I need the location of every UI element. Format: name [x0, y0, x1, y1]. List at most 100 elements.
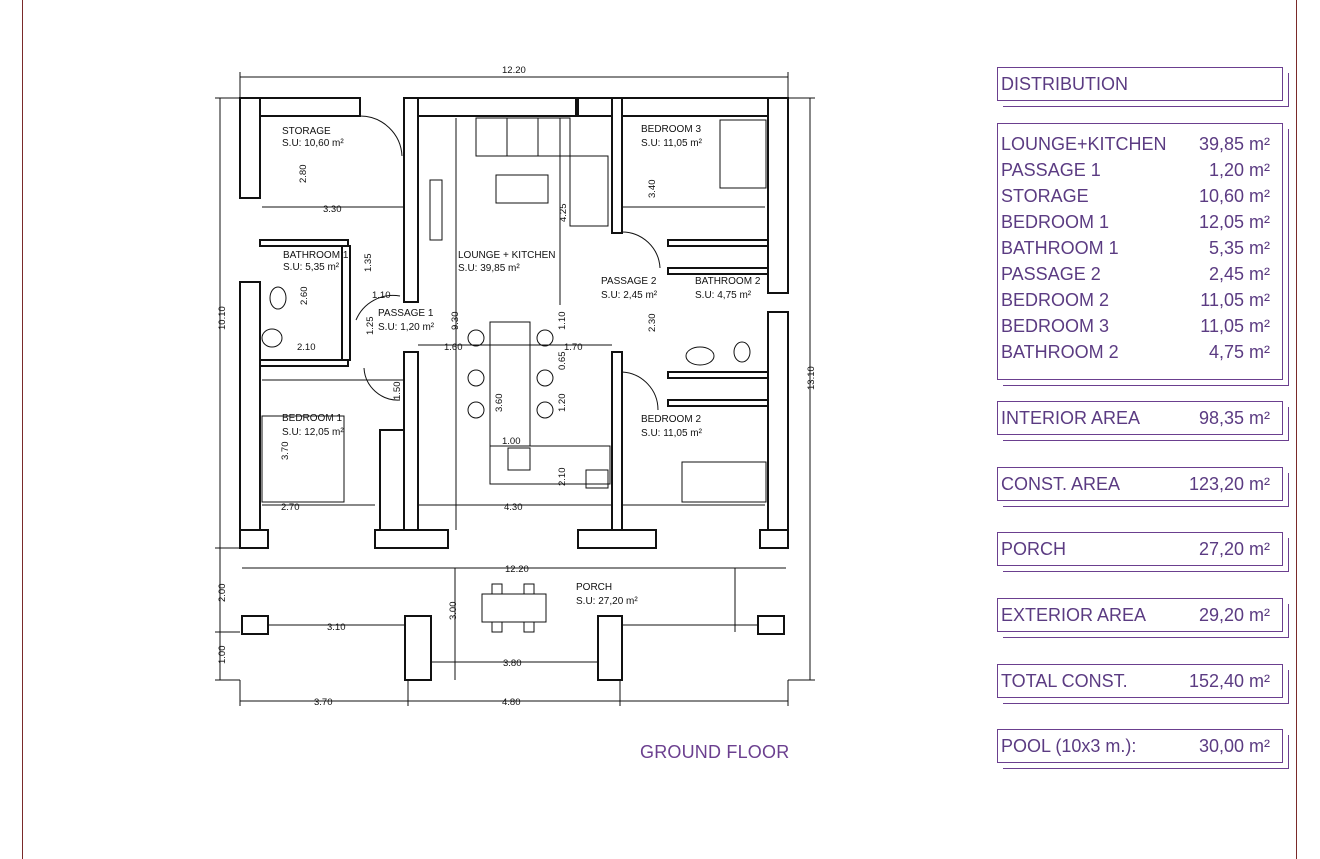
dim-label: 1.10	[557, 312, 568, 331]
dim-label: 2.30	[647, 314, 658, 333]
room-name: PORCH	[576, 582, 612, 593]
table-row: BATHROOM 1 5,35 m²	[998, 235, 1282, 261]
room-area: S.U: 39,85 m²	[458, 263, 520, 274]
dim-label: 3.70	[280, 442, 291, 461]
room-name: PASSAGE 1	[378, 308, 434, 319]
dimension-lines	[215, 72, 815, 706]
room-area: S.U: 11,05 m²	[641, 428, 703, 439]
row-value: 5,35 m²	[1208, 238, 1270, 258]
dim-label: 1.10	[372, 290, 391, 301]
row-value: 1,20 m²	[1208, 160, 1270, 180]
table-row: LOUNGE+KITCHEN 39,85 m²	[998, 131, 1282, 157]
dim-label: 4.25	[558, 204, 569, 223]
row-label: BEDROOM 1	[1001, 212, 1110, 232]
row-value: 11,05 m²	[1200, 316, 1270, 336]
dim-label: 1.60	[444, 342, 463, 353]
walls	[239, 97, 789, 681]
room-name: STORAGE	[282, 126, 331, 137]
summary-label: TOTAL CONST.	[1001, 671, 1128, 691]
dim-label: 1.50	[392, 382, 403, 401]
row-value: 11,05 m²	[1200, 290, 1270, 310]
dim-label: 2.00	[217, 584, 228, 603]
summary-label: CONST. AREA	[1001, 474, 1121, 494]
row-label: BATHROOM 2	[1001, 342, 1119, 362]
sheet-border-left	[22, 0, 23, 859]
row-value: 4,75 m²	[1208, 342, 1270, 362]
furniture	[261, 115, 767, 633]
summary-value: 123,20 m²	[1188, 474, 1270, 494]
summary-value: 152,40 m²	[1188, 671, 1270, 691]
room-name: LOUNGE + KITCHEN	[458, 250, 556, 261]
summary-label: INTERIOR AREA	[1001, 408, 1141, 428]
dim-label: 1.35	[363, 254, 374, 273]
room-area: S.U: 12,05 m²	[282, 427, 344, 438]
table-row: BEDROOM 2 11,05 m²	[998, 287, 1282, 313]
interior-area-box: INTERIOR AREA 98,35 m²	[997, 401, 1283, 435]
row-label: STORAGE	[1001, 186, 1089, 206]
dim-label: 0.65	[557, 352, 568, 371]
room-area: S.U: 11,05 m²	[641, 138, 703, 149]
room-labels: STORAGE S.U: 10,60 m² BATHROOM 1 S.U: 5,…	[282, 124, 761, 607]
room-name: PASSAGE 2	[601, 276, 657, 287]
row-label: PASSAGE 1	[1001, 160, 1101, 180]
room-name: BATHROOM 2	[695, 276, 761, 287]
room-name: BEDROOM 1	[282, 413, 342, 424]
room-name: BEDROOM 2	[641, 414, 701, 425]
row-value: 10,60 m²	[1198, 186, 1270, 206]
summary-value: 98,35 m²	[1198, 408, 1270, 428]
pool-box: POOL (10x3 m.):30,00 m²	[997, 729, 1283, 763]
exterior-area-box: EXTERIOR AREA 29,20 m²	[997, 598, 1283, 632]
dim-label: 3.30	[323, 204, 342, 215]
dim-label: 3.70	[314, 697, 333, 708]
summary-value: 29,20 m²	[1198, 605, 1270, 625]
distribution-label: DISTRIBUTION	[1001, 74, 1129, 94]
dim-label: 1.70	[564, 342, 583, 353]
dim-label: 3.60	[494, 394, 505, 413]
summary-value: 27,20 m²	[1198, 539, 1270, 559]
dim-label: 2.70	[281, 502, 300, 513]
sheet-border-right	[1296, 0, 1297, 859]
dim-label: 3.00	[448, 602, 459, 621]
room-name: BEDROOM 3	[641, 124, 701, 135]
summary-label: PORCH	[1001, 539, 1067, 559]
dimension-labels: 12.20 10.10 13.10 2.00 1.00 2.80 3.30 2.…	[217, 65, 817, 708]
dim-label: 12.20	[505, 564, 529, 575]
dim-label: 2.10	[297, 342, 316, 353]
sheet-title: GROUND FLOOR	[640, 742, 790, 762]
dim-label: 3.80	[503, 658, 522, 669]
summary-label: POOL (10x3 m.):	[1001, 736, 1137, 756]
table-row: BATHROOM 2 4,75 m²	[998, 339, 1282, 365]
dim-label: 4.30	[504, 502, 523, 513]
row-label: LOUNGE+KITCHEN	[1001, 134, 1167, 154]
room-area: S.U: 1,20 m²	[378, 322, 435, 333]
room-area: S.U: 4,75 m²	[695, 290, 752, 301]
table-row: STORAGE 10,60 m²	[998, 183, 1282, 209]
dim-label: 1.00	[217, 646, 228, 665]
dim-label: 1.00	[502, 436, 521, 447]
total-const-box: TOTAL CONST. 152,40 m²	[997, 664, 1283, 698]
dim-label: 2.80	[298, 165, 309, 184]
row-value: 39,85 m²	[1198, 134, 1270, 154]
dim-label: 1.20	[557, 394, 568, 413]
table-row: PASSAGE 1 1,20 m²	[998, 157, 1282, 183]
distribution-header-box: DISTRIBUTION	[997, 67, 1283, 101]
summary-label: EXTERIOR AREA	[1001, 605, 1147, 625]
dim-label: 9.30	[450, 312, 461, 331]
row-value: 2,45 m²	[1208, 264, 1270, 284]
row-value: 12,05 m²	[1198, 212, 1270, 232]
room-name: BATHROOM 1	[283, 250, 349, 261]
row-label: PASSAGE 2	[1001, 264, 1101, 284]
dim-label: 3.10	[327, 622, 346, 633]
dim-label: 2.10	[557, 468, 568, 487]
row-label: BATHROOM 1	[1001, 238, 1119, 258]
table-row: BEDROOM 1 12,05 m²	[998, 209, 1282, 235]
room-area: S.U: 27,20 m²	[576, 596, 638, 607]
dim-label: 1.25	[365, 317, 376, 336]
room-area: S.U: 2,45 m²	[601, 290, 658, 301]
dim-label: 10.10	[217, 306, 228, 330]
row-label: BEDROOM 2	[1001, 290, 1110, 310]
porch-box: PORCH 27,20 m²	[997, 532, 1283, 566]
